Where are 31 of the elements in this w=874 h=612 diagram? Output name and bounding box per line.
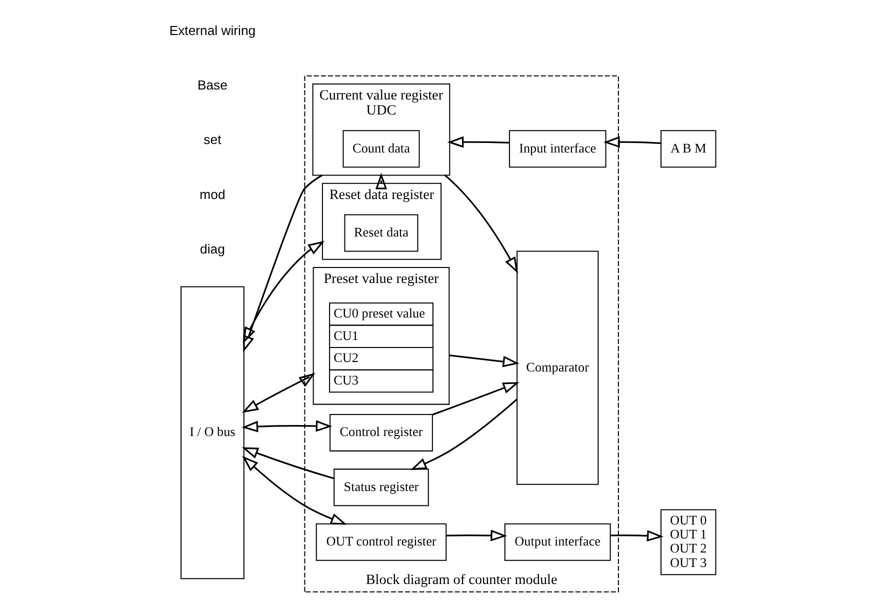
arrow xyxy=(241,372,315,412)
label: diag xyxy=(200,241,224,256)
label: Base xyxy=(196,76,227,92)
label: set xyxy=(203,132,221,147)
node-box: Reset data xyxy=(344,214,418,252)
node-box: OUT 0 OUT 1 OUT 2 OUT 3 xyxy=(660,508,716,575)
node-box: I / O bus xyxy=(180,286,244,579)
arrow xyxy=(444,174,518,274)
node-box: Output interface xyxy=(504,522,610,560)
arrow xyxy=(374,172,386,189)
node-box: OUT control register xyxy=(315,522,446,560)
arrow xyxy=(602,136,660,148)
arrow xyxy=(242,174,322,352)
arrow xyxy=(410,398,517,470)
node-box: Status register xyxy=(333,468,428,506)
arrow xyxy=(610,530,663,542)
node-box: A B M xyxy=(660,130,716,168)
arrow xyxy=(446,529,507,541)
node-box: Comparator xyxy=(516,250,598,484)
label: mod xyxy=(199,186,225,202)
arrow xyxy=(241,446,334,479)
node-box: Control register xyxy=(329,413,432,451)
arrow xyxy=(448,354,519,367)
arrow xyxy=(241,420,332,432)
arrow xyxy=(242,455,347,524)
arrow xyxy=(432,382,519,415)
node-box: Input interface xyxy=(508,130,606,168)
arrow xyxy=(242,240,324,344)
node-box: Count data xyxy=(342,130,420,168)
label: External wiring xyxy=(168,22,256,38)
arrow xyxy=(446,136,509,148)
